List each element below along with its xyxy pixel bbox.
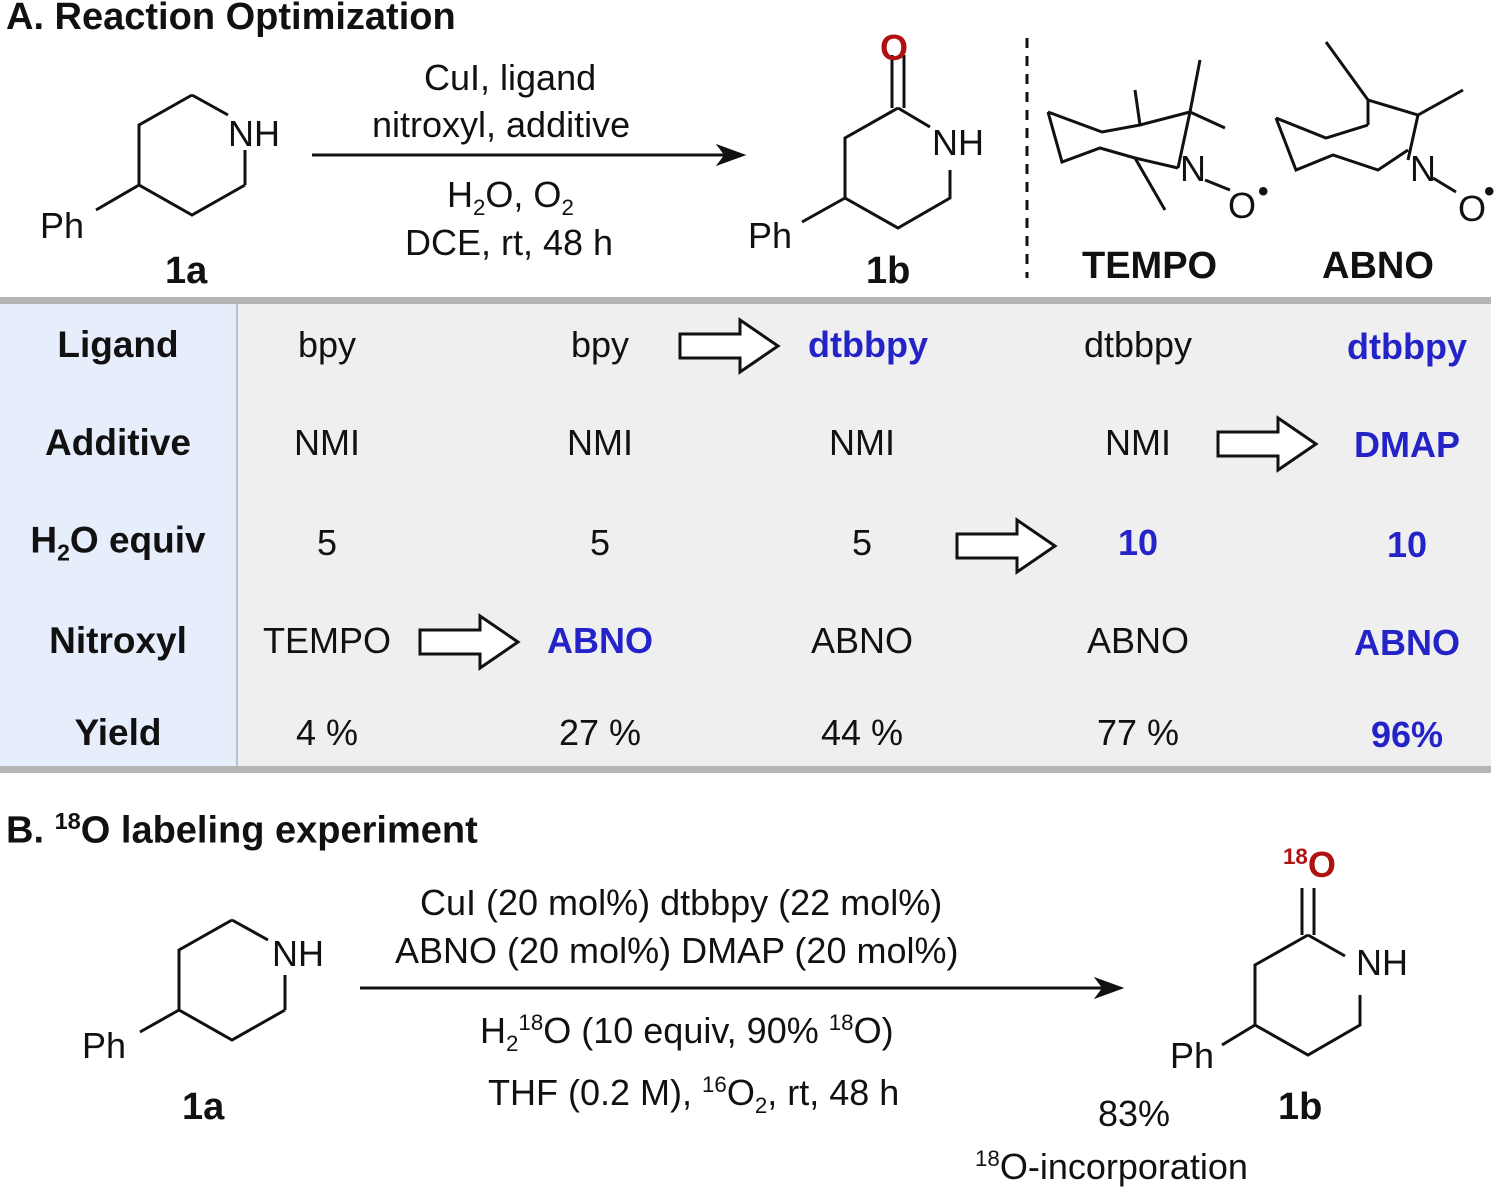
cell-col1-additive: NMI <box>294 422 360 463</box>
abno-o: O <box>1458 188 1487 229</box>
substrate-1a-nh: NH <box>228 113 280 154</box>
tempo-o: O <box>1228 185 1257 226</box>
cell-col5-yield-highlight: 96% <box>1370 714 1444 755</box>
conditions-a-line3: H2O, O2 <box>447 174 574 221</box>
table-bottom-rule <box>0 766 1491 773</box>
cell-col2-additive: NMI <box>567 422 633 463</box>
abno-label: ABNO <box>1322 245 1434 287</box>
product-1b-label-b: 1b <box>1278 1086 1323 1128</box>
cell-col5-nitroxyl-highlight: ABNO <box>1354 622 1460 663</box>
cell-col4-nitroxyl: ABNO <box>1086 620 1190 661</box>
conditions-b-line1: CuI (20 mol%) dtbbpy (22 mol%) <box>420 882 943 923</box>
cell-col5-additive-highlight: DMAP <box>1354 424 1460 465</box>
row-header-additive: Additive <box>45 422 191 463</box>
product-1b-nh-b: NH <box>1356 942 1408 983</box>
product-1b-structure <box>801 55 952 230</box>
cell-col2-h2o: 5 <box>589 522 611 563</box>
cell-col4-additive: NMI <box>1105 422 1171 463</box>
cell-col4-h2o-highlight: 10 <box>1117 522 1159 563</box>
product-1b-structure-b <box>1221 888 1362 1057</box>
product-1b-oxygen-18: 18O <box>1283 844 1336 885</box>
cell-col4-yield: 77 % <box>1096 712 1180 753</box>
cell-col3-nitroxyl: ABNO <box>810 620 914 661</box>
change-arrow-h2o <box>955 517 1058 575</box>
abno-radical-dot: • <box>1484 175 1495 208</box>
cell-col3-additive: NMI <box>829 422 895 463</box>
conditions-b-line2: ABNO (20 mol%) DMAP (20 mol%) <box>395 930 959 971</box>
change-arrow-ligand <box>678 317 781 375</box>
conditions-a-line1: CuI, ligand <box>424 57 597 98</box>
substrate-1a-nh-b: NH <box>272 933 324 974</box>
cell-col1-yield: 4 % <box>295 712 359 753</box>
cell-col2-yield: 27 % <box>558 712 642 753</box>
cell-col3-h2o: 5 <box>851 522 873 563</box>
substrate-1a-structure-b <box>139 918 287 1042</box>
conditions-a-line4: DCE, rt, 48 h <box>405 222 614 263</box>
cell-col4-ligand: dtbbpy <box>1083 324 1193 365</box>
conditions-a-line2: nitroxyl, additive <box>372 104 631 145</box>
incorporation-label: 18O-incorporation <box>975 1146 1248 1187</box>
cell-col1-ligand: bpy <box>297 324 357 365</box>
reaction-arrow-b <box>360 976 1125 1000</box>
cell-col5-ligand-highlight: dtbbpy <box>1347 326 1467 367</box>
row-header-nitroxyl: Nitroxyl <box>49 620 187 661</box>
section-a-title: A. Reaction Optimization <box>6 0 456 38</box>
substrate-1a-structure <box>95 93 247 217</box>
cell-col5-h2o-highlight: 10 <box>1386 524 1428 565</box>
table-header-column <box>0 297 238 773</box>
cell-col3-ligand-highlight: dtbbpy <box>808 324 928 365</box>
section-b-title: B. 18O labeling experiment <box>6 808 478 852</box>
optimization-table: Ligand Additive H2O equiv Nitroxyl Yield… <box>0 297 1491 773</box>
table-top-rule <box>0 297 1491 304</box>
row-header-ligand: Ligand <box>57 324 179 365</box>
tempo-label: TEMPO <box>1082 245 1218 287</box>
cell-col2-nitroxyl-highlight: ABNO <box>547 620 653 661</box>
abno-structure <box>1274 41 1464 194</box>
product-1b-nh: NH <box>932 122 984 163</box>
dashed-divider <box>1025 38 1029 278</box>
change-arrow-nitroxyl <box>418 613 521 671</box>
product-1b-ph-b: Ph <box>1170 1035 1215 1076</box>
substrate-1a-ph: Ph <box>40 205 85 246</box>
conditions-b-line3: H218O (10 equiv, 90% 18O) <box>480 1010 894 1057</box>
abno-n: N <box>1410 148 1436 189</box>
substrate-1a-ph-b: Ph <box>82 1025 127 1066</box>
product-1b-oxygen: O <box>880 27 909 68</box>
cell-col1-nitroxyl: TEMPO <box>262 620 392 661</box>
tempo-radical-dot: • <box>1258 175 1269 208</box>
cell-col2-ligand: bpy <box>570 324 630 365</box>
tempo-n: N <box>1180 148 1206 189</box>
incorporation-value: 83% <box>1098 1093 1171 1134</box>
row-header-yield: Yield <box>74 712 162 753</box>
change-arrow-additive <box>1216 415 1319 473</box>
reaction-arrow-a <box>312 143 747 167</box>
product-1b-ph: Ph <box>748 215 793 256</box>
tempo-structure <box>1046 59 1231 211</box>
substrate-1a-label: 1a <box>165 250 208 292</box>
product-1b-label: 1b <box>866 250 911 292</box>
cell-col1-h2o: 5 <box>316 522 338 563</box>
substrate-1a-label-b: 1a <box>182 1086 225 1128</box>
cell-col3-yield: 44 % <box>820 712 904 753</box>
row-header-h2o-equiv: H2O equiv <box>30 519 206 566</box>
conditions-b-line4: THF (0.2 M), 16O2, rt, 48 h <box>488 1072 900 1119</box>
